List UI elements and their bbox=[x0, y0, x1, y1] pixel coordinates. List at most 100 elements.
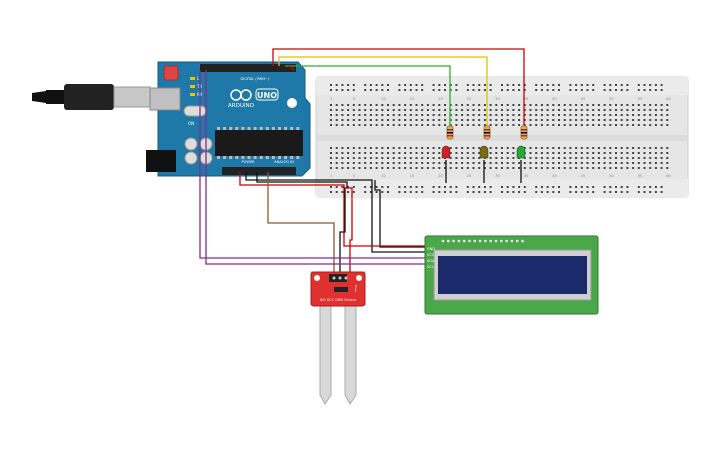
uno-badge bbox=[255, 88, 279, 101]
breadboard-hole bbox=[546, 124, 549, 126]
breadboard-hole bbox=[449, 104, 452, 106]
power-jack bbox=[146, 150, 176, 172]
breadboard-hole bbox=[375, 167, 378, 169]
breadboard-hole bbox=[330, 167, 332, 169]
breadboard-hole bbox=[609, 167, 612, 169]
breadboard-hole bbox=[580, 191, 583, 193]
breadboard-hole bbox=[632, 114, 635, 116]
breadboard-hole bbox=[478, 167, 481, 169]
breadboard-hole bbox=[432, 167, 435, 169]
breadboard-hole bbox=[643, 186, 646, 188]
breadboard-hole bbox=[495, 167, 498, 169]
breadboard-hole bbox=[552, 124, 555, 126]
breadboard-hole bbox=[529, 147, 532, 149]
sensor-pin-sig bbox=[332, 276, 336, 280]
breadboard-hole bbox=[438, 147, 441, 149]
breadboard-hole bbox=[472, 119, 475, 121]
breadboard-hole bbox=[535, 119, 538, 121]
breadboard-hole bbox=[580, 84, 583, 86]
breadboard-hole bbox=[592, 152, 595, 154]
breadboard-col-number: 40 bbox=[552, 174, 556, 178]
sensor-chip bbox=[334, 287, 348, 292]
breadboard-hole bbox=[369, 104, 372, 106]
breadboard-col-number: 50 bbox=[609, 174, 613, 178]
breadboard-hole bbox=[649, 84, 652, 86]
breadboard-col-number: 20 bbox=[438, 97, 442, 101]
breadboard-hole bbox=[426, 119, 429, 121]
breadboard-hole bbox=[387, 109, 389, 111]
breadboard-hole bbox=[586, 89, 589, 91]
breadboard-hole bbox=[341, 152, 344, 154]
breadboard-hole bbox=[615, 84, 617, 86]
breadboard-hole bbox=[347, 157, 350, 159]
breadboard-hole bbox=[409, 114, 412, 116]
breadboard-hole bbox=[426, 104, 429, 106]
breadboard-hole bbox=[404, 104, 407, 106]
breadboard-hole bbox=[358, 167, 361, 169]
breadboard-hole bbox=[552, 147, 555, 149]
breadboard-hole bbox=[512, 114, 515, 116]
breadboard-hole bbox=[535, 147, 538, 149]
breadboard-hole bbox=[506, 162, 509, 164]
reset-button[interactable] bbox=[163, 65, 179, 81]
breadboard-hole bbox=[330, 191, 332, 193]
breadboard-hole bbox=[421, 119, 424, 121]
breadboard-hole bbox=[432, 104, 435, 106]
breadboard-hole bbox=[580, 147, 583, 149]
breadboard-hole bbox=[421, 104, 424, 106]
breadboard-hole bbox=[649, 124, 652, 126]
breadboard-hole bbox=[637, 157, 640, 159]
breadboard-hole bbox=[398, 157, 401, 159]
lcd-top-pin bbox=[473, 239, 477, 243]
breadboard-hole bbox=[512, 152, 515, 154]
breadboard-hole bbox=[626, 191, 629, 193]
breadboard-hole bbox=[438, 124, 441, 126]
breadboard-hole bbox=[637, 124, 640, 126]
breadboard-hole bbox=[523, 84, 526, 86]
breadboard-hole bbox=[364, 152, 367, 154]
breadboard-hole bbox=[586, 157, 589, 159]
breadboard-hole bbox=[466, 167, 469, 169]
breadboard-hole bbox=[518, 186, 521, 188]
breadboard-hole bbox=[529, 104, 532, 106]
breadboard-hole bbox=[387, 152, 389, 154]
breadboard-hole bbox=[347, 109, 350, 111]
breadboard-hole bbox=[404, 114, 407, 116]
breadboard-hole bbox=[506, 104, 509, 106]
breadboard-hole bbox=[552, 157, 555, 159]
breadboard-hole bbox=[381, 109, 384, 111]
arduino-brand: ARDUINO bbox=[228, 103, 255, 109]
chip-pin bbox=[235, 156, 239, 159]
breadboard-hole bbox=[489, 89, 492, 91]
breadboard-hole bbox=[535, 191, 538, 193]
breadboard-hole bbox=[438, 109, 441, 111]
wire-red-led bbox=[272, 48, 525, 132]
mounting-hole bbox=[287, 98, 297, 108]
breadboard-hole bbox=[421, 186, 424, 188]
breadboard-hole bbox=[421, 89, 424, 91]
breadboard-hole bbox=[620, 84, 623, 86]
breadboard-hole bbox=[455, 104, 458, 106]
breadboard-hole bbox=[426, 124, 429, 126]
breadboard-hole bbox=[637, 191, 640, 193]
breadboard-hole bbox=[352, 119, 355, 121]
breadboard-hole bbox=[643, 109, 646, 111]
breadboard-hole bbox=[352, 191, 355, 193]
breadboard-hole bbox=[603, 167, 606, 169]
breadboard-hole bbox=[575, 157, 578, 159]
breadboard-hole bbox=[501, 186, 503, 188]
breadboard-hole bbox=[483, 191, 486, 193]
breadboard-hole bbox=[415, 104, 418, 106]
breadboard-hole bbox=[381, 157, 384, 159]
breadboard-hole bbox=[455, 124, 458, 126]
breadboard-hole bbox=[335, 124, 338, 126]
analog-label: ANALOG IN bbox=[274, 160, 294, 164]
breadboard-hole bbox=[632, 152, 635, 154]
breadboard-hole bbox=[398, 162, 401, 164]
breadboard-hole bbox=[654, 157, 657, 159]
chip-pin bbox=[253, 156, 257, 159]
breadboard-hole bbox=[637, 109, 640, 111]
breadboard-hole bbox=[438, 152, 441, 154]
chip-pin bbox=[247, 127, 251, 130]
breadboard-hole bbox=[369, 89, 372, 91]
